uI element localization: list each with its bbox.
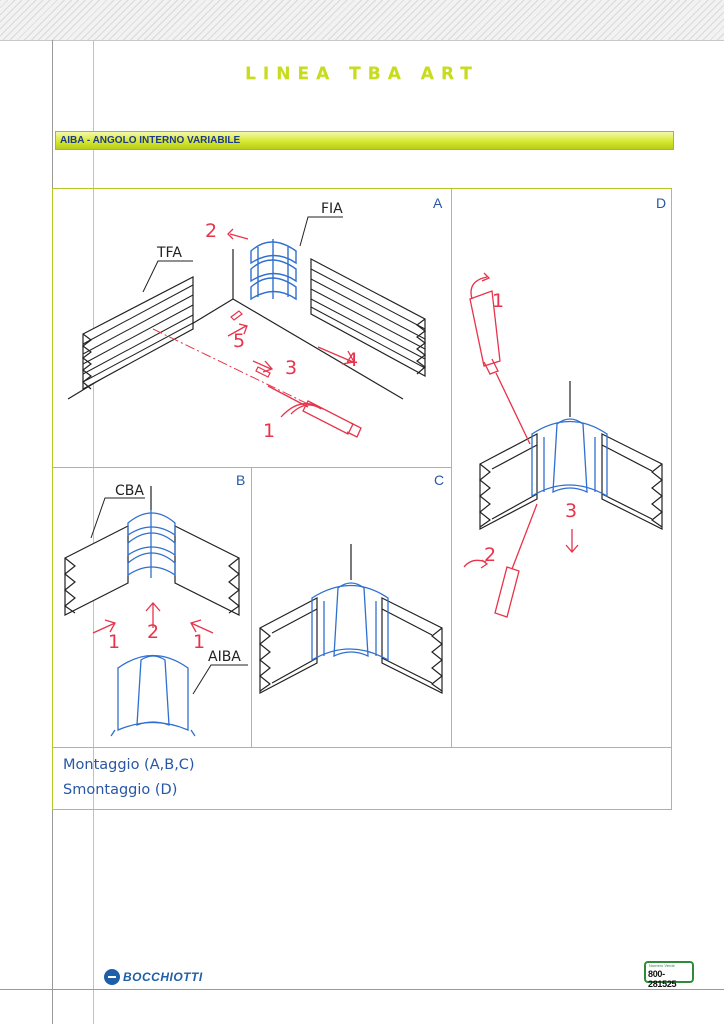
caption-unmount: Smontaggio (D) [63, 782, 178, 798]
panel-b-letter: B [236, 472, 246, 488]
aiba-piece [110, 655, 196, 737]
left-profile [63, 525, 129, 616]
panel-c-letter: C [434, 472, 445, 488]
page-title: LINEA TBA ART [245, 64, 479, 84]
section-title: AIBA - ANGOLO INTERNO VARIABILE [60, 135, 241, 146]
left-profile [259, 597, 318, 694]
cba-stack [127, 510, 176, 578]
toll-free-header: Numero Verde [649, 963, 675, 968]
panel-a-letter: A [433, 195, 443, 211]
panel-c-drawing [259, 544, 443, 694]
footer-guide-line [0, 989, 724, 990]
floor-line [232, 298, 404, 400]
removal-arrows [463, 272, 579, 569]
right-profile [381, 597, 443, 694]
right-profile [601, 433, 663, 530]
step-4: 4 [346, 349, 358, 371]
push-arrows [92, 602, 214, 634]
panel-divider-horizontal [52, 467, 452, 468]
assembly-arrows [227, 228, 356, 418]
step-1-left: 1 [108, 631, 120, 653]
step-1: 1 [492, 290, 504, 312]
step-3: 3 [565, 500, 577, 522]
label-aiba: AIBA [208, 649, 241, 665]
panel-d-letter: D [656, 195, 667, 211]
caption-mount: Montaggio (A,B,C) [63, 757, 195, 773]
brand-mark-icon [104, 969, 120, 985]
panel-b-drawing: CBA AIBA 1 2 1 [63, 483, 248, 737]
screwdriver [267, 385, 362, 438]
panel-a-drawing: FIA TFA 2 5 3 4 1 [67, 201, 426, 442]
tfa-profile [82, 276, 194, 391]
step-2: 2 [484, 544, 496, 566]
section-header-bar: AIBA - ANGOLO INTERNO VARIABILE [55, 131, 674, 150]
screwdriver-bottom [494, 503, 538, 618]
toll-free-badge: Numero Verde 800-281525 [644, 961, 694, 989]
panel-divider-vertical [451, 188, 452, 748]
label-fia: FIA [321, 201, 343, 217]
brand-name: BOCCHIOTTI [123, 970, 203, 984]
illustration-frame [52, 188, 672, 810]
fia-piece [250, 239, 297, 301]
corner-piece [311, 582, 389, 662]
step-2: 2 [147, 621, 159, 643]
screwdriver-top [469, 290, 531, 445]
header-hatch-band [0, 0, 724, 41]
caption-divider [52, 747, 672, 748]
label-cba: CBA [115, 483, 144, 499]
corner-piece [531, 418, 608, 498]
panel-divider-bc [251, 467, 252, 748]
toll-free-number: 800-281525 [648, 969, 677, 989]
brand-logo: BOCCHIOTTI [104, 967, 203, 987]
dash-dot-axis [152, 328, 309, 405]
label-tfa: TFA [156, 245, 182, 261]
panel-d-drawing: 1 2 3 [463, 272, 663, 618]
tfa-right-profile [310, 258, 426, 378]
step-1: 1 [263, 420, 275, 442]
left-profile [479, 433, 538, 530]
step-1-right: 1 [193, 631, 205, 653]
step-2: 2 [205, 220, 217, 242]
step-3: 3 [285, 357, 297, 379]
right-profile [174, 525, 241, 616]
step-5: 5 [233, 330, 245, 352]
